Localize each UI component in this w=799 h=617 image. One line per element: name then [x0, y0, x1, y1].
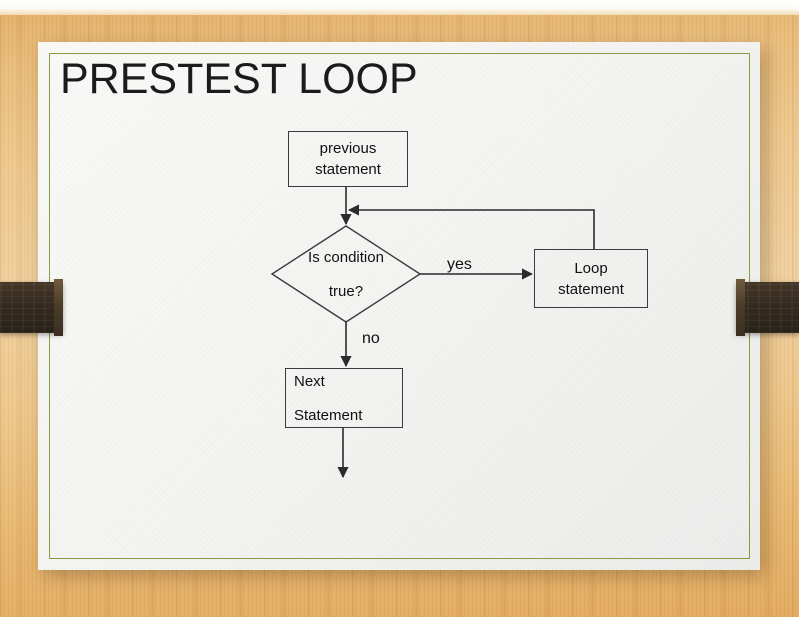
page-title: PRESTEST LOOP: [60, 55, 418, 103]
flow-node-condition-line-2: true?: [328, 282, 364, 300]
background-top-highlight: [0, 0, 799, 15]
edge-label-yes: yes: [447, 256, 472, 273]
flow-node-next-statement: Next Statement: [285, 368, 403, 428]
flow-node-condition: Is condition true?: [272, 226, 420, 323]
edge-label-no: no: [362, 330, 380, 347]
left-strap-cap: [54, 279, 63, 336]
left-leather-strap: [0, 279, 63, 336]
flow-node-previous-line-1: previous: [319, 140, 377, 157]
right-strap-cap: [736, 279, 745, 336]
flow-node-loop-statement: Loop statement: [534, 249, 648, 308]
flow-node-next-line-2: Statement: [294, 406, 363, 424]
flow-node-previous-line-2: statement: [315, 161, 381, 178]
flow-node-loop-line-2: statement: [558, 280, 624, 298]
flow-node-condition-line-1: Is condition: [308, 248, 384, 266]
flow-node-next-line-1: Next: [294, 372, 325, 390]
right-leather-strap: [736, 279, 799, 336]
flow-node-previous-statement: previous statement: [288, 131, 408, 187]
flow-node-loop-line-1: Loop: [574, 259, 608, 277]
